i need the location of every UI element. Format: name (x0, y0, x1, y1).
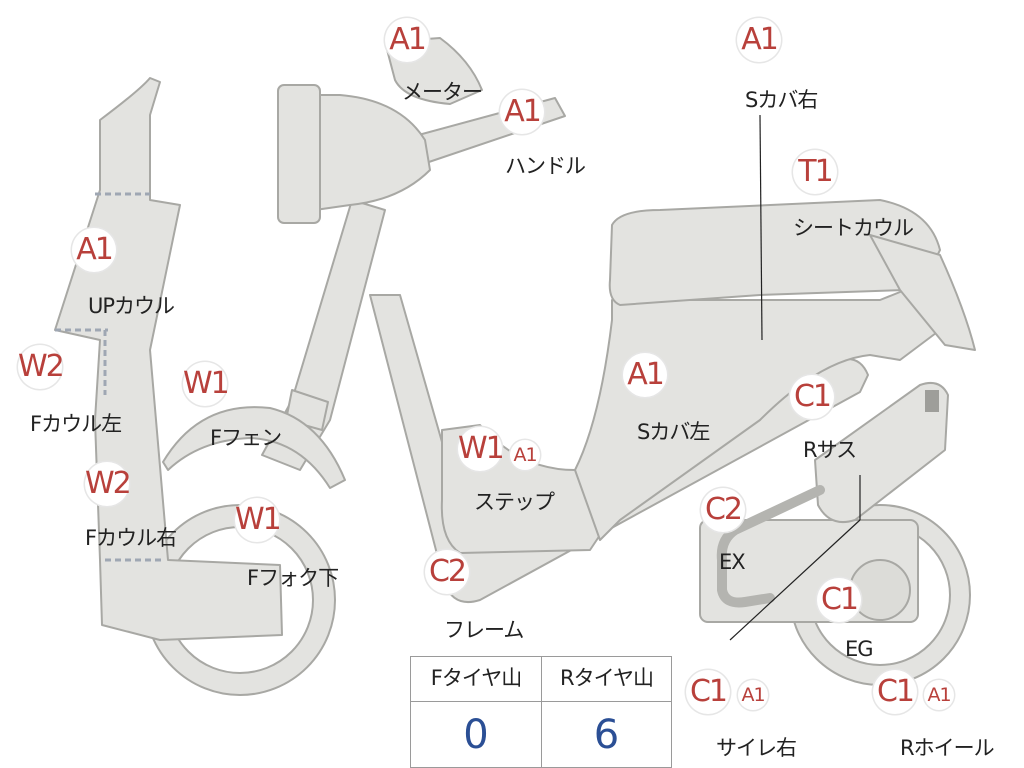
exhaust-pipe-shape (716, 485, 825, 608)
grade-badge: W1 (235, 498, 282, 542)
grade-badge: T1 (793, 150, 837, 194)
part-label: ハンドル (505, 154, 586, 178)
part-label: UPカウル (88, 294, 175, 318)
part-label: ステップ (474, 490, 555, 514)
table-divider-vertical (541, 657, 542, 767)
grade-badge: W1 (458, 427, 505, 471)
grade-badge: W1 (183, 362, 230, 406)
part-label: Fカウル右 (85, 526, 177, 550)
front-tire-value: 0 (463, 712, 489, 758)
grade-badge: A1 (385, 18, 429, 62)
grade-badge: W2 (18, 345, 65, 389)
grade-badge: C1 (686, 670, 730, 714)
muffler-shape (814, 382, 949, 524)
part-label: Fフェン (210, 426, 282, 450)
seat-shape (608, 199, 941, 306)
part-label: シートカウル (793, 216, 914, 240)
part-label: Sカバ左 (637, 420, 710, 444)
part-label: Fカウル左 (30, 412, 122, 436)
grade-badge-secondary: A1 (738, 680, 768, 710)
grade-badge: C2 (425, 550, 469, 594)
part-label: EG (845, 637, 874, 661)
part-label: Sカバ右 (745, 88, 818, 112)
grade-badge: C1 (817, 578, 861, 622)
headset-shape (299, 94, 431, 211)
grade-badge-secondary: A1 (510, 440, 540, 470)
grade-badge: A1 (737, 18, 781, 62)
front-tire-header: Fタイヤ山 (430, 666, 522, 690)
grade-badge: A1 (72, 228, 116, 272)
part-label: Fフォク下 (247, 566, 339, 590)
grade-badge-secondary: A1 (924, 680, 954, 710)
grade-badge: C2 (701, 488, 745, 532)
part-label: メーター (402, 80, 483, 104)
part-label: Rサス (803, 438, 857, 462)
seat-cowl-shape (869, 234, 976, 351)
grade-badge: A1 (623, 353, 667, 397)
tire-tread-table: Fタイヤ山 Rタイヤ山 0 6 (410, 656, 672, 768)
part-label: EX (719, 550, 746, 574)
part-label: フレーム (444, 618, 524, 642)
rear-tire-header: Rタイヤ山 (560, 666, 654, 690)
front-fender-shape (162, 406, 346, 489)
rear-tire-value: 6 (593, 712, 620, 758)
part-label: Rホイール (900, 736, 995, 760)
grade-badge: W2 (85, 462, 132, 506)
grade-badge: C1 (790, 375, 834, 419)
grade-badge: A1 (500, 90, 544, 134)
part-label: サイレ右 (716, 736, 797, 760)
grade-badge: C1 (873, 670, 917, 714)
